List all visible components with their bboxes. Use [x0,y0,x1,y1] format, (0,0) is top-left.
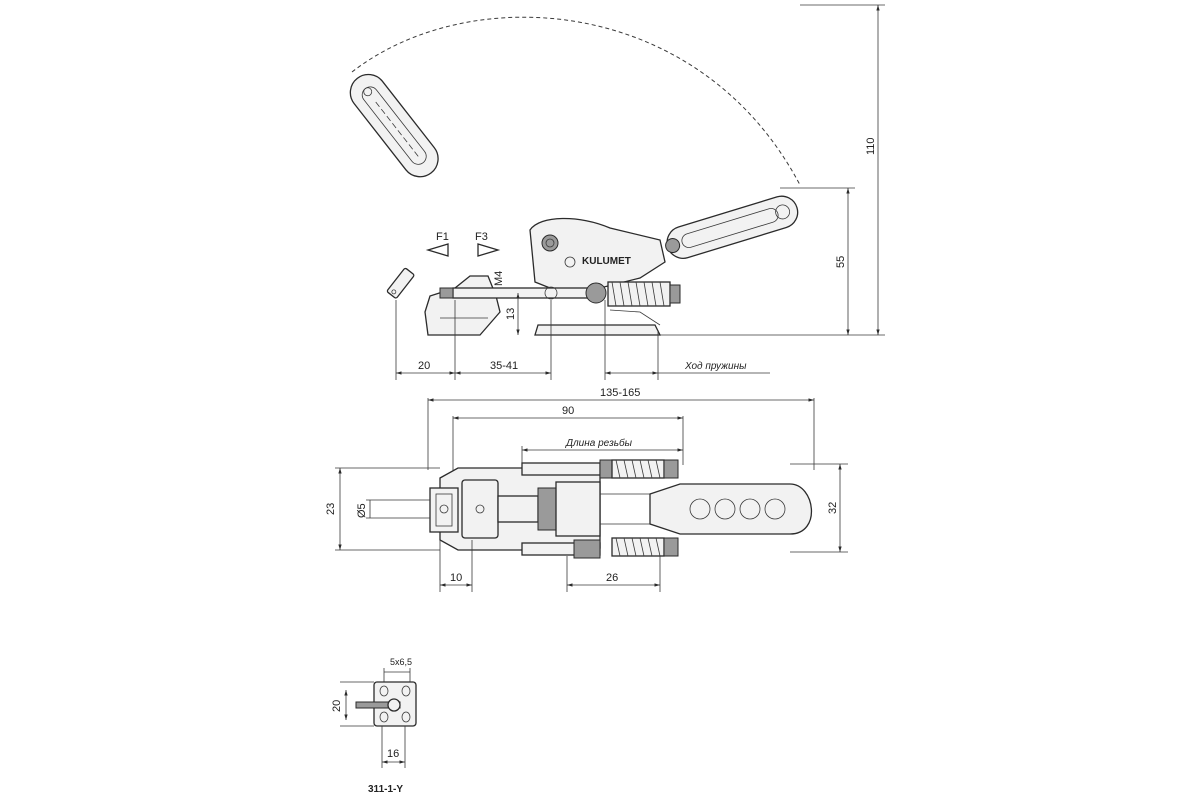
dim-width-23: 23 [325,503,337,515]
spring-icon [607,281,681,307]
handle-swing-arc [351,16,801,186]
dim-10: 10 [450,572,462,584]
dim-slot-5x6-5: 5x6,5 [390,657,412,667]
rod-tip [439,287,454,299]
loose-bolt-icon [386,267,415,299]
nut-icon [585,282,607,304]
base-plate-pin-icon [387,698,401,712]
clamp-body [529,217,666,293]
brand-logo-text: KULUMET [582,256,631,267]
handle-grip-1 [689,498,711,520]
dim-height-13: 13 [505,308,517,320]
plunger-rod [452,287,604,299]
handle-grip-2 [714,498,736,520]
handle-grip-3 [739,498,761,520]
pivot-pin-icon [541,234,559,252]
dim-thread-length: Длина резьбы [565,437,633,449]
dim-width-16: 16 [387,748,399,760]
dim-offset-20: 20 [418,360,430,372]
lower-spring-icon [521,537,679,559]
base-plate-view: 5x6,5 20 16 311-1-Y [331,657,417,795]
dim-length-90: 90 [562,405,574,417]
top-jaw [429,487,459,533]
side-view: KULUMET F1 [349,4,885,380]
top-handle [649,483,813,535]
dim-spring-travel: Ход пружины [684,361,747,372]
thread-m4-label: M4 [493,271,505,286]
dim-length-135-165: 135-165 [600,387,640,399]
base-block [424,275,501,336]
base-foot [534,324,662,336]
dim-width-32: 32 [827,502,839,514]
force-f1-label: F1 [436,231,449,243]
dim-height-20: 20 [331,700,343,712]
dim-26: 26 [606,572,618,584]
force-f1-icon [425,243,449,257]
force-f3-icon [477,243,501,257]
force-f3-label: F3 [475,231,488,243]
linkage-block [537,487,557,531]
raised-handle [349,73,439,178]
closed-handle [665,195,799,259]
dim-range-35-41: 35-41 [490,360,518,372]
dim-height-55: 55 [835,256,847,268]
model-code: 311-1-Y [368,784,403,795]
upper-spring-icon [521,459,679,479]
dim-height-110: 110 [865,137,877,155]
top-view: 135-165 90 Длина резьбы [325,387,848,592]
handle-grip-4 [764,498,786,520]
dim-diameter-5: Ø5 [356,503,368,518]
